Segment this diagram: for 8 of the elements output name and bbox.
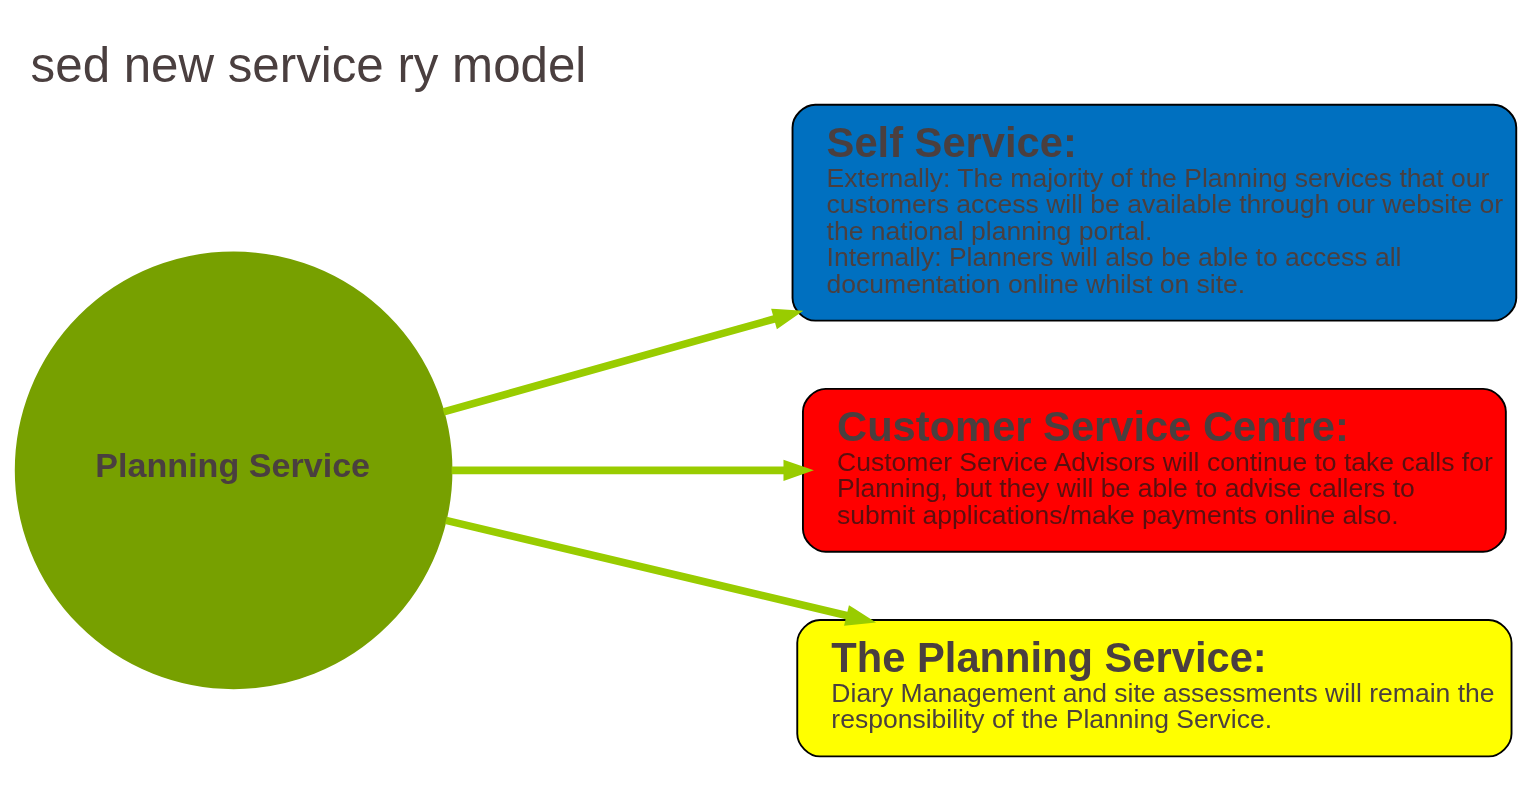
node-box: The Planning Service: Diary Management and site assessments will remain the responsibility of the Planning Service. — [796, 618, 1513, 757]
diagram-title: sed new service ry model — [30, 36, 587, 92]
arrow — [442, 308, 804, 415]
arrow — [451, 459, 814, 481]
arrow — [445, 516, 877, 626]
node-box: Self Service: Externally: The majority of the Planning services that our customers access will be available through our website or the national planning portal. Internally: Planners will also be able to access all documentation online whilst on site. — [791, 103, 1518, 322]
node-box: Customer Service Centre: Customer Service Advisors will continue to take calls for Planning, but they will be able to advise callers to submit applications/make payments online also. — [802, 387, 1507, 553]
node-circle: Planning Service — [14, 251, 453, 689]
